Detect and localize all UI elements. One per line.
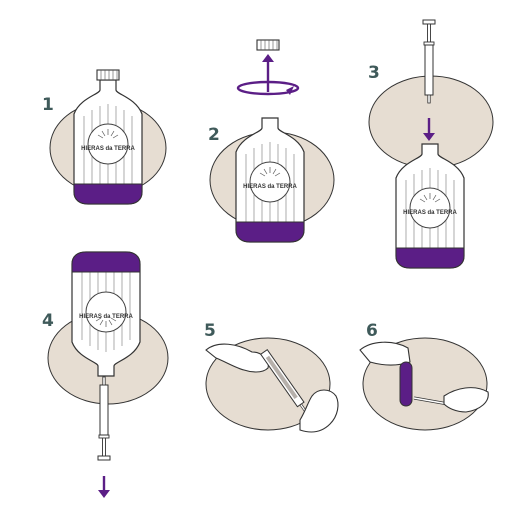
step-6-hand-left [359, 341, 411, 366]
bottle-label: HIERAS da TERRA [79, 314, 133, 320]
step-number-5: 5 [204, 321, 216, 341]
step-3-bottle: HIERAS da TERRA [395, 143, 465, 269]
step-5-hand [205, 343, 269, 373]
step-number-2: 2 [208, 125, 220, 145]
step-3-down-arrow-icon [423, 118, 435, 141]
bottle-label: HIERAS da TERRA [81, 146, 135, 152]
step-number-4: 4 [42, 311, 54, 331]
step-number-6: 6 [366, 321, 378, 341]
step-6-vial [399, 361, 413, 407]
step-3-syringe [422, 19, 436, 104]
bottle-label: HIERAS da TERRA [403, 210, 457, 216]
step-4-down-arrow-icon [98, 476, 110, 498]
step-1-bottle: HIERAS da TERRA [73, 69, 143, 205]
step-2: HIERAS da TERRA 2 [208, 39, 335, 243]
step-5-syringe [260, 349, 307, 413]
step-6-syringe [413, 396, 449, 406]
step-5-face [299, 389, 339, 433]
bottle-label: HIERAS da TERRA [243, 184, 297, 190]
step-3: HIERAS da TERRA 3 [368, 19, 494, 269]
step-number-1: 1 [42, 95, 54, 115]
step-4: HIERAS da TERRA 4 [42, 251, 169, 498]
step-number-3: 3 [368, 63, 380, 83]
step-5: 5 [204, 321, 339, 433]
unscrew-arrow-icon [236, 54, 300, 96]
step-6-hand-right [443, 387, 489, 413]
step-2-cap [256, 39, 280, 51]
step-1: HIERAS da TERRA 1 [42, 69, 167, 205]
step-4-syringe [97, 376, 111, 461]
step-6: 6 [359, 321, 489, 431]
step-2-bottle: HIERAS da TERRA [235, 117, 305, 243]
